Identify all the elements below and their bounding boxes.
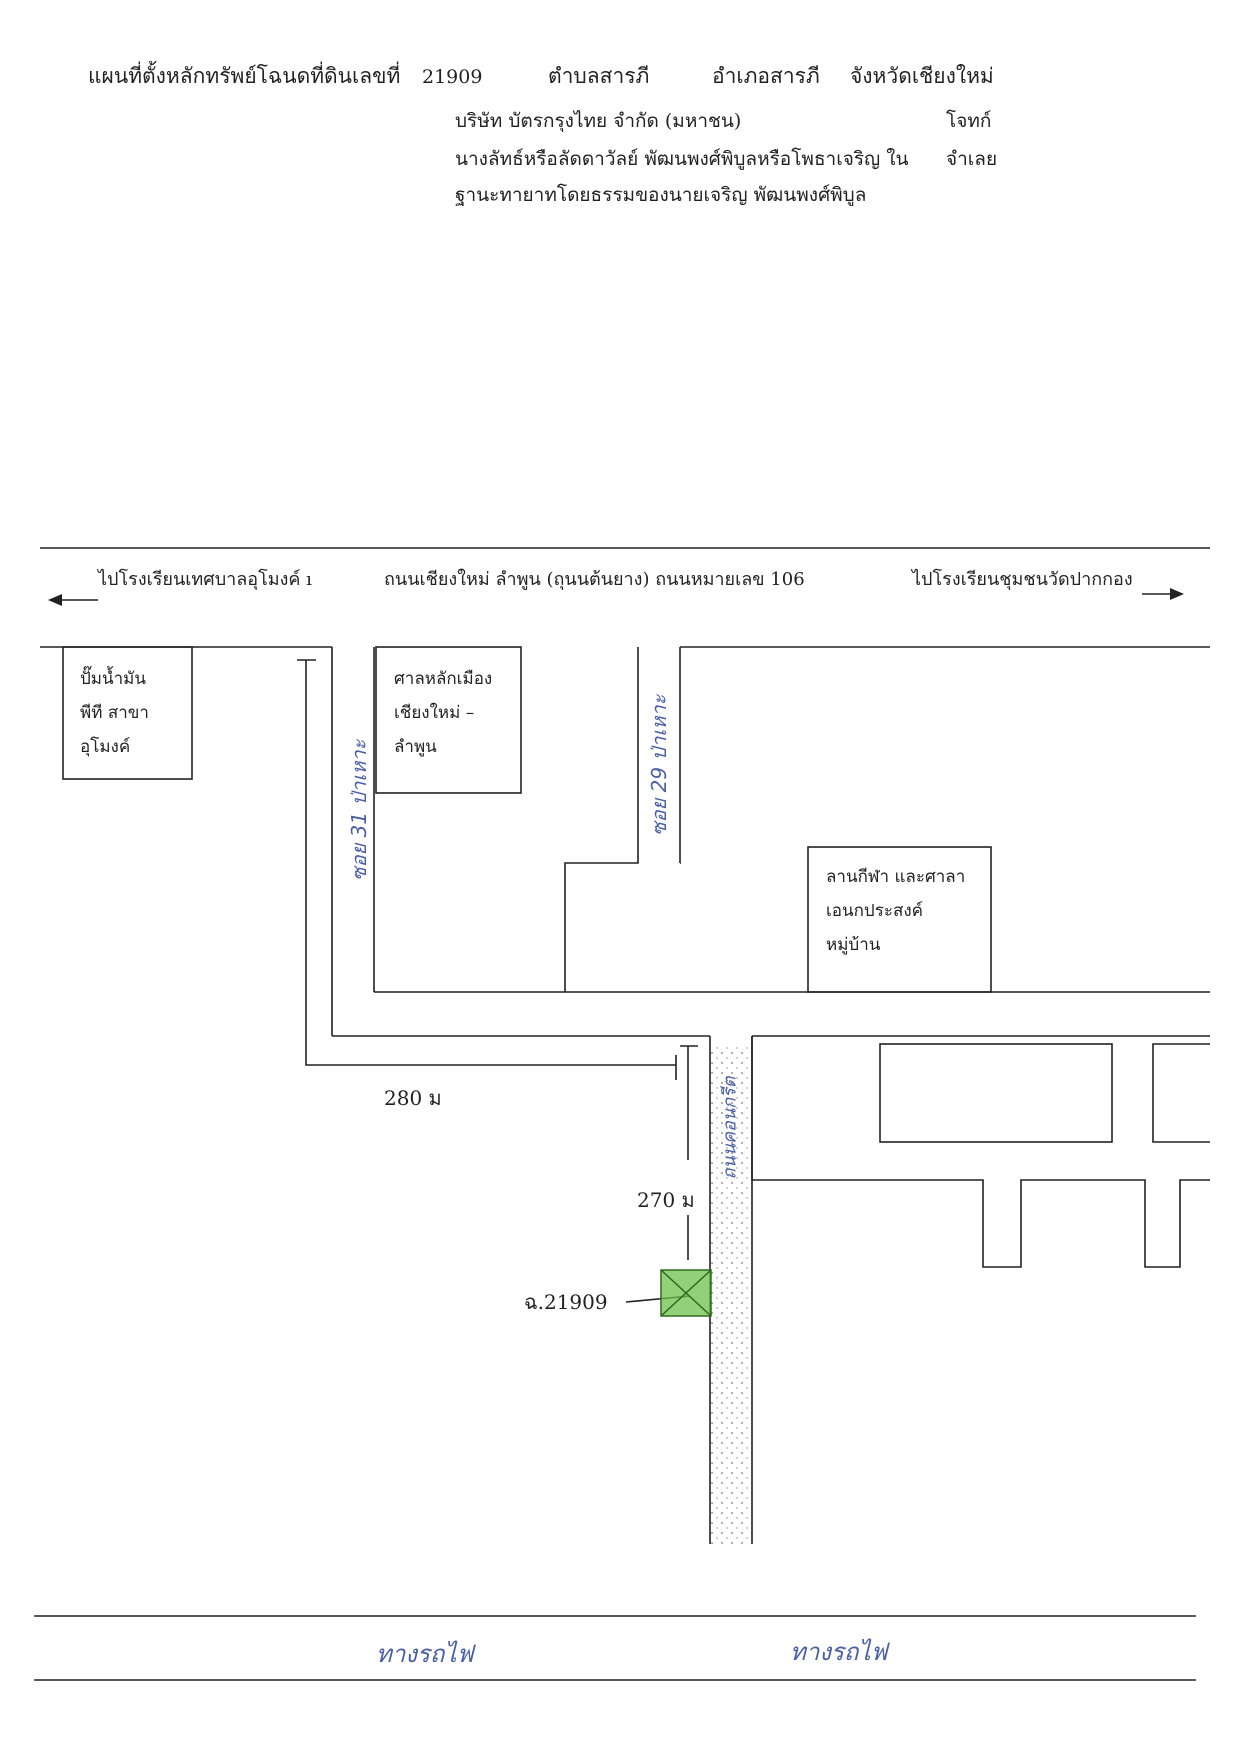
block-outline [374, 647, 639, 993]
gas-station-box [62, 646, 193, 780]
deed-number: 21909 [422, 66, 483, 88]
gas-station-label: ปั๊มน้ำมัน พีที สาขา อุโมงค์ [80, 669, 149, 757]
shrine-box [375, 646, 522, 794]
distance-270: 270 ม [637, 1188, 695, 1212]
parcel-marker [660, 1269, 712, 1317]
main-road-name: ถนนเชียงใหม่ ลำพูน (ถุนนต้นยาง) ถนนหมายเ… [384, 569, 805, 590]
concrete-road-label: ถนนคอนกรีต [719, 1076, 741, 1180]
parcel-label: ฉ.21909 [524, 1290, 608, 1314]
road-left-direction: ไปโรงเรียนเทศบาลอุโมงค์ ı [98, 569, 312, 590]
east-blocks-lower [751, 1036, 1210, 1268]
east-block-a [879, 1043, 1113, 1143]
defendant-status: ฐานะทายาทโดยธรรมของนายเจริญ พัฒนพงศ์พิบู… [455, 184, 867, 206]
plaintiff-role: โจทก์ [946, 110, 992, 132]
arrow-right-head [1170, 588, 1184, 600]
east-block-b [1152, 1043, 1210, 1143]
district: อำเภอสารภี [712, 64, 820, 88]
defendant-name: นางลัทธ์หรือลัดดาวัลย์ พัฒนพงศ์พิบูลหรือ… [455, 148, 909, 170]
sports-ground-label: ลานกีฬา และศาลา เอนกประสงค์ หมู่บ้าน [826, 867, 966, 955]
sports-ground-box [807, 846, 992, 993]
soi-29-label: ซอย 29 ป่าเหาะ [647, 694, 671, 836]
road-right-direction: ไปโรงเรียนชุมชนวัดปากกอง [912, 569, 1133, 590]
distance-280: 280 ม [384, 1086, 442, 1110]
distance-280-line [305, 660, 676, 1066]
plaintiff-name: บริษัท บัตรกรุงไทย จำกัด (มหาชน) [455, 110, 742, 132]
province: จังหวัดเชียงใหม่ [850, 64, 994, 88]
soi-31-label: ซอย 31 ป่าเหาะ [347, 739, 371, 881]
railway-label-left: ทางรถไฟ [376, 1640, 474, 1668]
railway-label-right: ทางรถไฟ [790, 1638, 888, 1666]
defendant-role: จำเลย [946, 148, 998, 170]
shrine-label: ศาลหลักเมือง เชียงใหม่ – ลำพูน [394, 669, 493, 757]
subdistrict: ตำบลสารภี [548, 64, 650, 88]
arrow-left-head [48, 594, 62, 606]
map-title: แผนที่ตั้งหลักทรัพย์โฉนดที่ดินเลขที่ [88, 64, 401, 88]
